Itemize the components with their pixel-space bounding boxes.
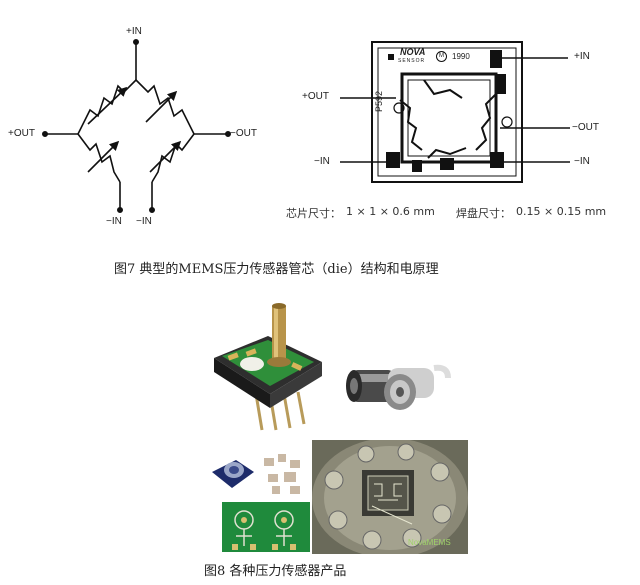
photo-small-sensors xyxy=(206,448,310,500)
photo-die-macro: NovaMEMS xyxy=(312,440,468,554)
chip-size-value: 1 × 1 × 0.6 mm xyxy=(346,205,435,218)
bridge-out-pos-label: +OUT xyxy=(8,128,35,139)
pad-size-label: 焊盘尺寸： xyxy=(456,207,511,220)
photo-metal-sensors xyxy=(338,352,451,422)
figure7-caption: 图7 典型的MEMS压力传感器管芯（die）结构和电原理 xyxy=(114,262,439,277)
die-diagram: NOVA SENSOR M 1990 P592 +IN +OUT −IN −OU… xyxy=(290,20,620,230)
die-layout xyxy=(340,41,570,183)
die-in-pos-label: +IN xyxy=(574,51,590,62)
photo-smd-sensor xyxy=(206,298,326,438)
die-logo-icon: M xyxy=(436,51,447,62)
die-part-text: P592 xyxy=(374,90,384,112)
pad-size-value: 0.15 × 0.15 mm xyxy=(516,205,607,218)
figure8-caption: 图8 各种压力传感器产品 xyxy=(204,564,347,579)
bridge-out-neg-label: −OUT xyxy=(230,128,257,139)
die-in-neg-left-label: −IN xyxy=(314,156,330,167)
die-in-neg-right-label: −IN xyxy=(574,156,590,167)
bridge-in-pos-label: +IN xyxy=(126,26,142,37)
die-brand-sub-text: SENSOR xyxy=(398,58,426,64)
die-year-text: 1990 xyxy=(452,52,470,61)
bridge-diagram: +IN +OUT −OUT −IN −IN xyxy=(0,0,270,240)
photo-pcb-boards xyxy=(222,502,310,552)
die-brand-text: NOVA xyxy=(400,47,426,57)
die-out-neg-label: −OUT xyxy=(572,122,599,133)
chip-size-label: 芯片尺寸： xyxy=(286,207,341,220)
photo-watermark-text: NovaMEMS xyxy=(408,538,451,547)
bridge-schematic xyxy=(41,38,232,214)
bridge-in-neg-right-label: −IN xyxy=(136,216,152,227)
die-out-pos-label: +OUT xyxy=(302,91,329,102)
bridge-in-neg-left-label: −IN xyxy=(106,216,122,227)
